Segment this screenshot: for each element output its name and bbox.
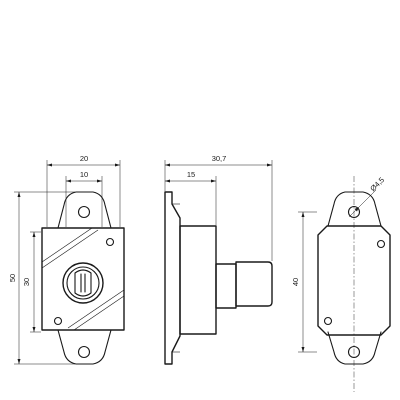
dim-depth-flange-label: 15 bbox=[187, 170, 195, 179]
back-screw-bottom bbox=[323, 316, 333, 326]
back-bottom-ear bbox=[327, 331, 382, 365]
dim-diameter-leader bbox=[348, 189, 377, 218]
front-cylinder-inner bbox=[66, 266, 100, 300]
back-top-ear bbox=[327, 191, 382, 227]
front-top-ear bbox=[57, 191, 112, 229]
front-bottom-ear bbox=[57, 329, 112, 365]
side-flange bbox=[179, 225, 217, 335]
dim-width-inner-label: 10 bbox=[80, 170, 88, 179]
front-chamfer-top-2 bbox=[41, 229, 99, 269]
dim-depth-total-label: 30,7 bbox=[212, 154, 227, 163]
dim-width-outer-label: 20 bbox=[80, 154, 88, 163]
front-top-hole bbox=[77, 205, 91, 219]
side-plate bbox=[164, 191, 181, 365]
front-cylinder-plug bbox=[74, 269, 92, 297]
back-body bbox=[317, 225, 391, 336]
side-cylinder-head bbox=[235, 261, 273, 307]
side-view: 30,7 15 bbox=[164, 154, 273, 365]
front-bottom-hole bbox=[77, 345, 91, 359]
front-chamfer-bottom bbox=[73, 295, 125, 331]
side-cylinder-housing bbox=[215, 263, 237, 309]
front-cylinder-outer bbox=[62, 262, 104, 304]
front-chamfer-bottom-2 bbox=[67, 289, 125, 329]
dim-height-total-label: 50 bbox=[8, 274, 17, 282]
back-bottom-hole bbox=[347, 345, 361, 359]
back-view: Ø4,5 40 bbox=[291, 175, 391, 392]
dim-back-height-label: 40 bbox=[291, 278, 300, 286]
back-screw-top bbox=[376, 239, 386, 249]
front-screw-bottom bbox=[53, 316, 63, 326]
front-view: 20 10 50 30 bbox=[8, 154, 125, 365]
front-body bbox=[41, 227, 125, 331]
back-top-hole bbox=[347, 205, 361, 219]
front-chamfer-top bbox=[41, 227, 93, 263]
front-screw-top bbox=[105, 237, 115, 247]
dim-height-body-label: 30 bbox=[22, 278, 31, 286]
dim-hole-diameter-label: Ø4,5 bbox=[368, 175, 386, 193]
